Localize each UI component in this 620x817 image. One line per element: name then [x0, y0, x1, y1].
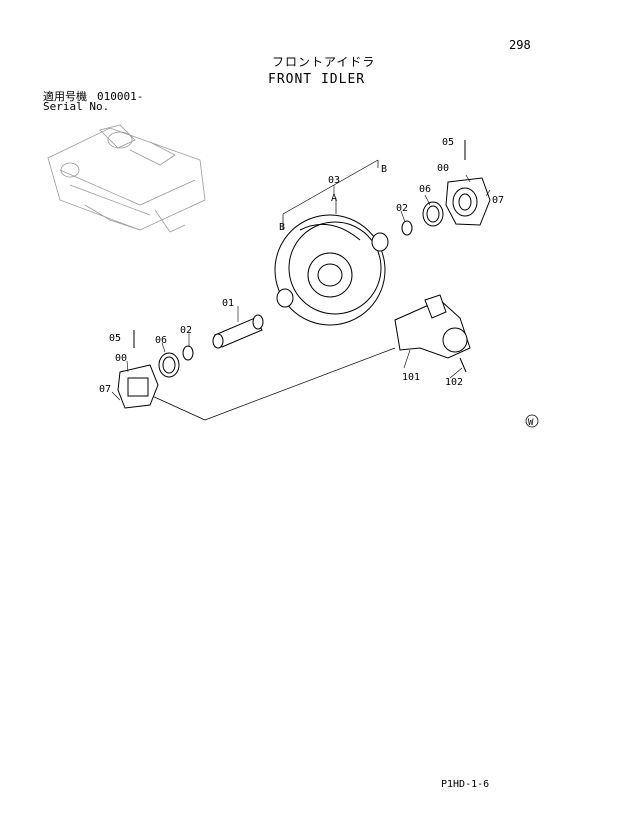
callout-07-left: 07 — [99, 384, 111, 395]
callout-03: 03 — [328, 175, 340, 186]
callout-00-left: 00 — [115, 353, 127, 364]
callout-05-left: 05 — [109, 333, 121, 344]
machine-thumbnail — [47, 124, 206, 233]
page-number: 298 — [509, 38, 531, 52]
watermark-letter: W — [528, 418, 534, 428]
callout-02-right: 02 — [396, 203, 408, 214]
leader-lines — [111, 174, 491, 401]
callout-07-right: 07 — [492, 195, 504, 206]
callout-06-right: 06 — [419, 184, 431, 195]
seals-and-rings — [158, 201, 444, 378]
serial-label-english: Serial No. — [43, 100, 110, 113]
callout-02-left: 02 — [180, 325, 192, 336]
reference-label-a: A — [331, 193, 337, 204]
left-bearing-block — [117, 330, 159, 409]
reference-lines — [149, 159, 396, 421]
right-bearing-block — [445, 140, 491, 226]
idler-shaft — [212, 314, 264, 349]
title-japanese: フロントアイドラ — [272, 55, 376, 69]
watermark-circle — [525, 414, 539, 428]
callout-00-right: 00 — [437, 163, 449, 174]
reference-label-b-right: B — [381, 164, 387, 175]
serial-label-japanese: 適用号機 — [43, 90, 87, 103]
title-english: FRONT IDLER — [268, 72, 366, 87]
serial-value: 010001- — [97, 90, 144, 103]
yoke-bracket — [394, 294, 471, 373]
bushings — [276, 232, 389, 308]
callout-05-right: 05 — [442, 137, 454, 148]
footer-code: P1HD-1-6 — [441, 779, 490, 790]
callout-06-left: 06 — [155, 335, 167, 346]
reference-label-b-left: B — [279, 222, 285, 233]
idler-wheel — [274, 214, 386, 326]
callout-101: 101 — [402, 372, 420, 383]
callout-102: 102 — [445, 377, 463, 388]
callout-01: 01 — [222, 298, 234, 309]
